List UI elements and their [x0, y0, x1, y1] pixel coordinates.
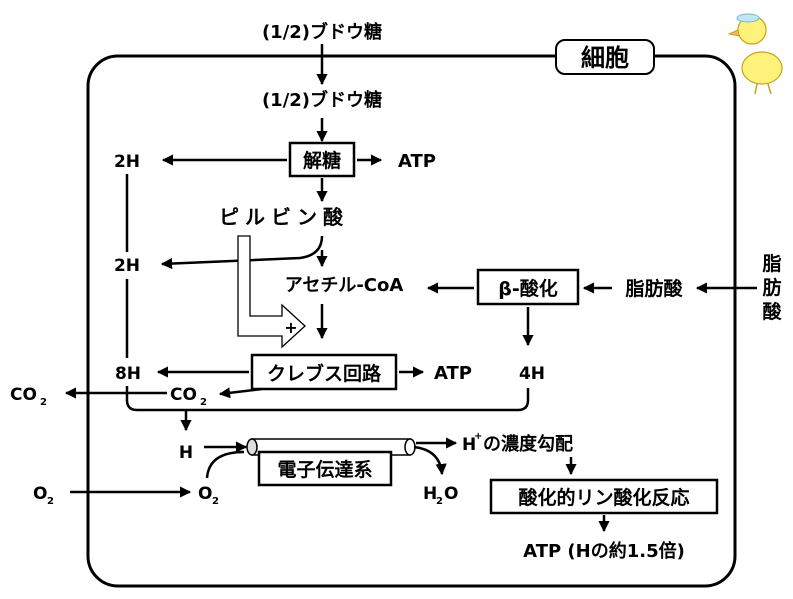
cell-label: 細胞 [581, 44, 629, 72]
beta-oxidation-box [476, 268, 580, 306]
co2-outer-subscript: 2 [40, 397, 47, 408]
cell-membrane [86, 54, 737, 588]
o2-outer-subscript: 2 [47, 496, 54, 507]
cell-label-box [555, 39, 655, 75]
water-h: H [423, 484, 437, 504]
glycolysis-label: 解糖 [303, 149, 341, 172]
fatty-acid-outer-3: 酸 [762, 300, 782, 323]
krebs-atp-label: ATP [434, 363, 472, 384]
fatty-acid-outer-1: 脂 [762, 253, 781, 275]
pyruvate-label: ピルビン酸 [219, 205, 349, 229]
etc-to-water-arrow [413, 445, 447, 476]
co2-outer-label: CO [10, 385, 37, 405]
hydrogen-merge-line [125, 386, 530, 412]
chick-icon [727, 13, 783, 95]
water-subscript: 2 [436, 496, 443, 507]
etc-box [257, 450, 393, 487]
fatty-acid-outer-2: 肪 [762, 276, 781, 299]
oxidative-phosphorylation-label: 酸化的リン酸化反応 [518, 486, 689, 509]
water-o: O [444, 484, 458, 504]
gradient-label: の濃度勾配 [483, 433, 573, 455]
gradient-h: H [462, 435, 476, 455]
krebs-co2-arrow [218, 387, 263, 399]
glycolysis-box [288, 141, 356, 178]
o2-inner-subscript: 2 [212, 496, 219, 507]
acetyl-coa-label: アセチル-CoA [285, 275, 404, 296]
plus-sign: + [284, 318, 297, 337]
o2-outer-label: O [33, 484, 47, 504]
krebs-8h-label: 8H [115, 364, 141, 384]
atp-result-label: ATP (Hの約1.5倍) [523, 540, 685, 562]
etc-label: 電子伝達系 [277, 458, 372, 481]
pyruvate-to-2h-arrow [160, 235, 324, 270]
fatty-acid-inner-label: 脂肪酸 [625, 277, 683, 300]
beta-4h-label: 4H [519, 364, 545, 384]
gradient-h-superscript: + [474, 431, 482, 442]
glycolysis-atp-label: ATP [398, 151, 436, 172]
pyruvate-2h-label: 2H [114, 256, 140, 276]
o2-inner-label: O [198, 484, 212, 504]
h-single-label: H [179, 443, 193, 463]
krebs-cycle-label: クレブス回路 [267, 362, 382, 385]
oxidative-phosphorylation-box [489, 478, 719, 515]
hollow-feed-arrow [237, 235, 306, 349]
glycolysis-2h-label: 2H [114, 152, 140, 172]
glucose-outside-label: (1/2)ブドウ糖 [262, 21, 382, 43]
co2-inner-subscript: 2 [200, 397, 207, 408]
beta-oxidation-label: β-酸化 [498, 277, 558, 300]
glucose-inside-label: (1/2)ブドウ糖 [262, 89, 382, 111]
krebs-cycle-box [250, 353, 398, 391]
co2-inner-label: CO [170, 385, 197, 405]
o2-to-etc-curve [205, 450, 245, 479]
